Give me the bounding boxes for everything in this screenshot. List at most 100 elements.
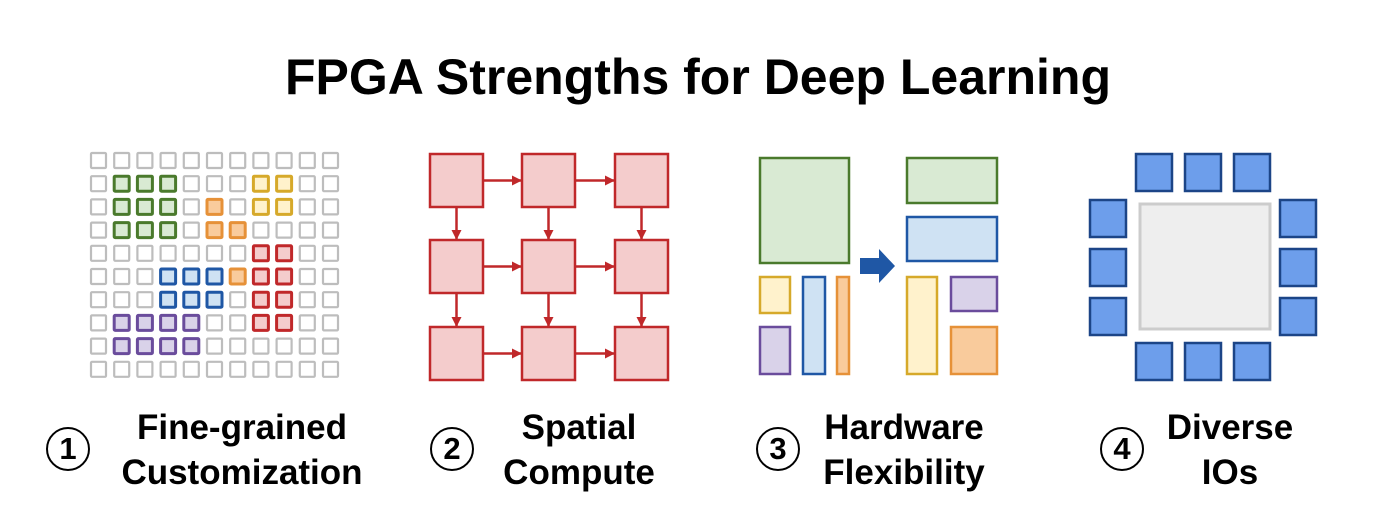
grid-cell (159, 360, 177, 378)
logic-block-orange (949, 325, 999, 376)
compute-block (520, 238, 577, 295)
panel-3-caption-line2: Flexibility (823, 453, 985, 492)
grid-cell (205, 314, 224, 332)
panel-1-caption-line1: Fine-grained (136, 408, 348, 447)
grid-cell (321, 221, 340, 239)
grid-cell (89, 175, 108, 193)
grid-cell-red (251, 313, 270, 332)
page-title: FPGA Strengths for Deep Learning (284, 49, 1111, 105)
grid-cell-purple (112, 313, 131, 332)
grid-cell-purple (182, 313, 201, 332)
grid-cell (113, 360, 131, 378)
grid-cell (89, 244, 108, 262)
panel-4-caption-line1: Diverse (1166, 408, 1294, 447)
grid-cell (252, 221, 270, 239)
grid-cell-green (135, 197, 154, 216)
logic-block-purple (758, 325, 792, 376)
logic-block-yellow (905, 275, 939, 376)
logic-block-green (905, 156, 999, 205)
spatial-compute-grid (428, 152, 670, 382)
grid-cell (298, 151, 316, 170)
grid-cell (229, 151, 247, 170)
grid-cell-blue (159, 267, 178, 286)
grid-cell (182, 198, 200, 216)
logic-block-blue (905, 215, 999, 263)
grid-cell-green (112, 221, 131, 240)
grid-cell-yellow (275, 174, 294, 193)
hardware-flexibility-blocks (758, 156, 999, 376)
grid-cell (275, 221, 293, 239)
panel-3-caption-line1: Hardware (824, 408, 984, 447)
panel-4-caption-line2: IOs (1201, 453, 1259, 492)
grid-cell (321, 244, 340, 262)
grid-cell (89, 291, 108, 309)
compute-block (428, 325, 485, 382)
grid-cell-red (275, 267, 294, 286)
grid-cell (159, 151, 177, 170)
grid-cell (321, 291, 340, 309)
diverse-io-chip (1088, 152, 1318, 382)
grid-cell (182, 175, 200, 193)
grid-cell (113, 151, 131, 170)
grid-cell (298, 175, 316, 193)
panel-4-number: 4 (1100, 427, 1144, 471)
panel-1-number: 1 (46, 427, 90, 471)
chip-core (1138, 202, 1272, 331)
grid-cell-purple (159, 313, 178, 332)
grid-cell (113, 244, 131, 262)
grid-cell (229, 360, 247, 378)
grid-cell (136, 244, 154, 262)
grid-cell (298, 244, 316, 262)
grid-cell (89, 314, 108, 332)
grid-cell (298, 291, 316, 309)
grid-cell-orange (228, 221, 247, 240)
grid-cell-orange (205, 197, 224, 216)
grid-cell-purple (135, 337, 154, 356)
logic-block-blue (801, 275, 827, 376)
grid-cell (275, 151, 293, 170)
grid-cell (229, 291, 247, 309)
grid-cell (321, 267, 340, 286)
grid-cell-purple (159, 337, 178, 356)
grid-cell-green (159, 174, 178, 193)
grid-cell (298, 360, 316, 378)
grid-cell (182, 244, 200, 262)
panel-3-number: 3 (756, 427, 800, 471)
panel-2-number: 2 (430, 427, 474, 471)
grid-cell (89, 267, 108, 286)
grid-cell-red (275, 313, 294, 332)
grid-cell (229, 244, 247, 262)
grid-cell-red (275, 290, 294, 309)
grid-cell-blue (182, 290, 201, 309)
grid-cell-purple (182, 337, 201, 356)
grid-cell (182, 151, 200, 170)
grid-cell (275, 337, 293, 355)
grid-cell-red (251, 267, 270, 286)
grid-cell (205, 151, 224, 170)
grid-cell-green (112, 174, 131, 193)
grid-cell-orange (228, 267, 247, 286)
grid-cell-blue (205, 267, 224, 286)
grid-cell (252, 360, 270, 378)
io-pad (1134, 341, 1174, 382)
grid-cell (298, 337, 316, 355)
grid-cell (298, 267, 316, 286)
io-pad (1088, 198, 1128, 239)
grid-cell-green (159, 197, 178, 216)
io-pad (1278, 247, 1318, 288)
grid-cell (89, 198, 108, 216)
grid-cell-green (159, 221, 178, 240)
grid-cell-orange (205, 221, 224, 240)
grid-cell (136, 151, 154, 170)
io-pad (1088, 296, 1128, 337)
logic-block-yellow (758, 275, 792, 315)
grid-cell-yellow (251, 197, 270, 216)
grid-cell (321, 198, 340, 216)
grid-cell (159, 244, 177, 262)
grid-cell (136, 360, 154, 378)
grid-cell (229, 337, 247, 355)
io-pad (1278, 198, 1318, 239)
grid-cell-purple (112, 337, 131, 356)
grid-cell (89, 337, 108, 355)
